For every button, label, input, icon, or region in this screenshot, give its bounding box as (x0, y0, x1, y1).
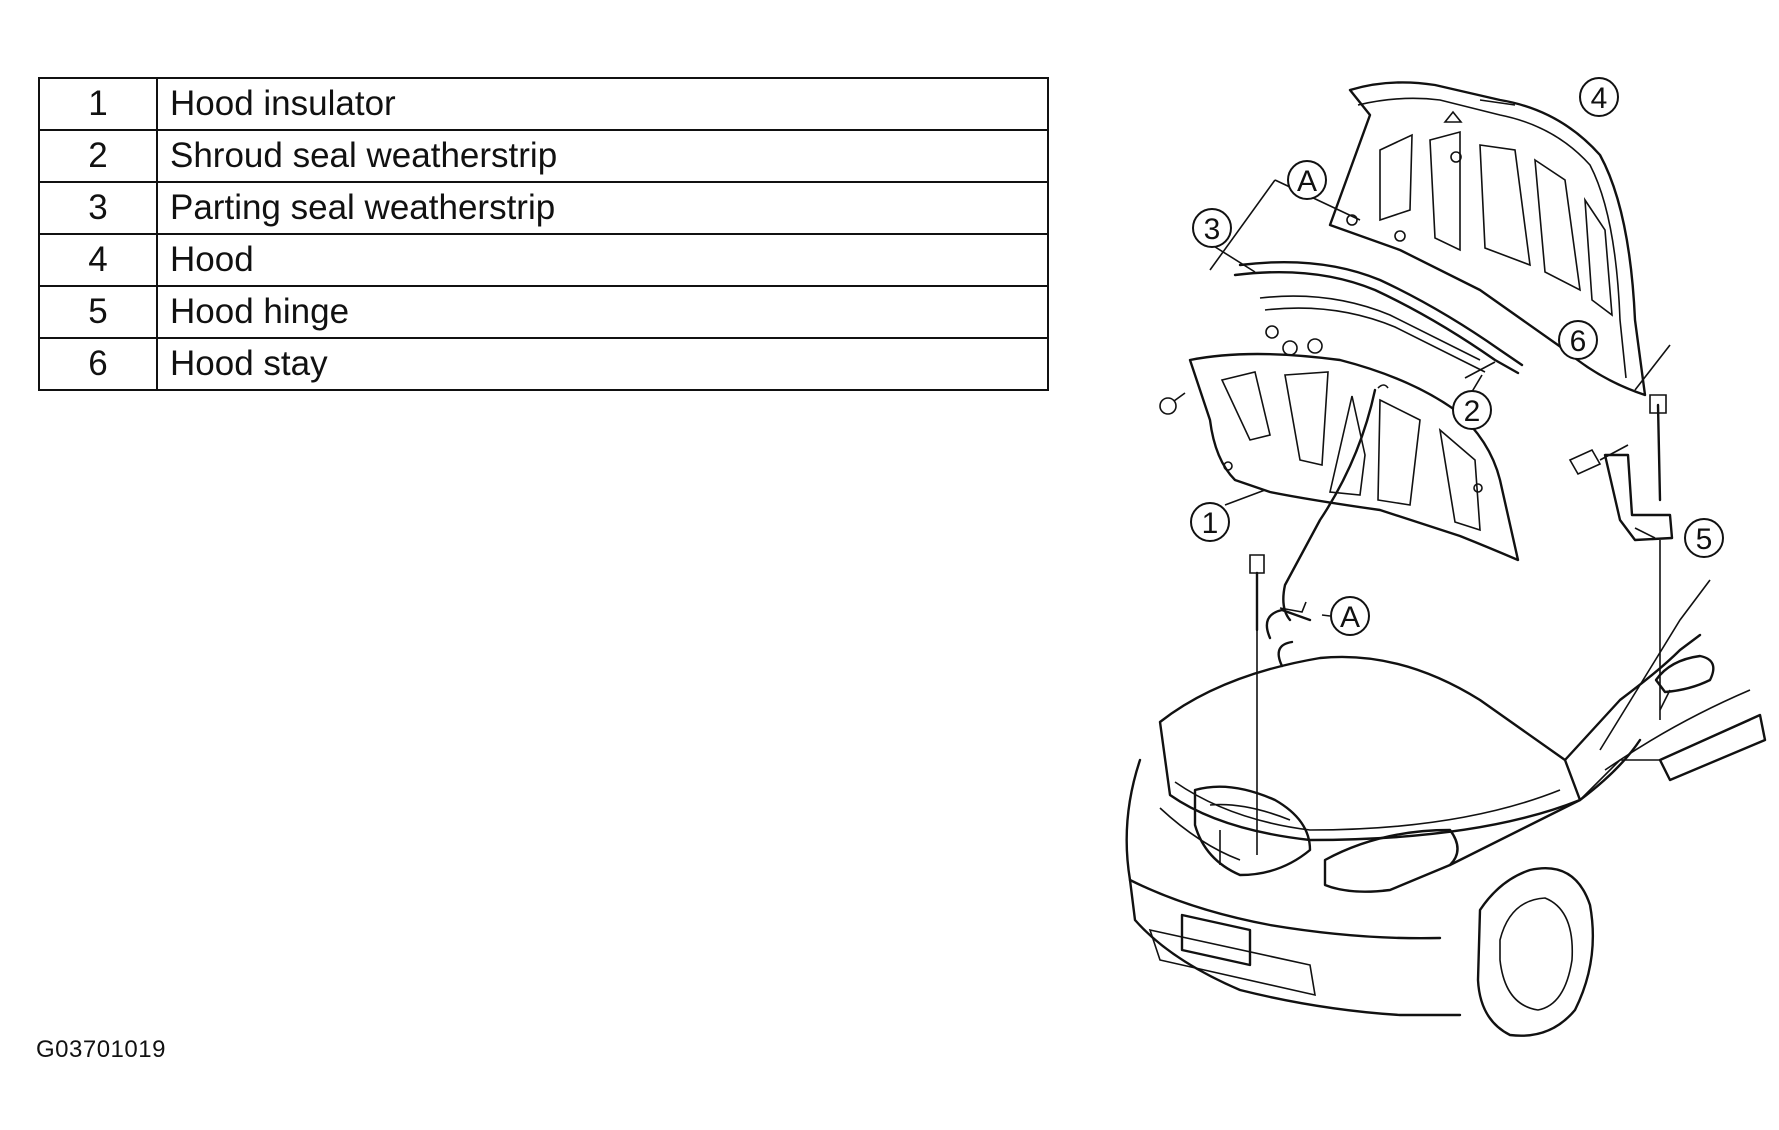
legend-label: Hood stay (156, 337, 1049, 391)
legend-label: Hood (156, 233, 1049, 287)
legend-row: 2 Shroud seal weatherstrip (38, 129, 1049, 183)
stay-bolt (1249, 554, 1265, 855)
parting-seal-weatherstrip (1233, 260, 1524, 375)
svg-text:A: A (1340, 601, 1360, 634)
callout-4: 4 (1579, 77, 1619, 117)
callout-2: 2 (1452, 390, 1492, 430)
legend-number: 6 (38, 337, 158, 391)
legend-label: Hood hinge (156, 285, 1049, 339)
legend-row: 6 Hood stay (38, 337, 1049, 391)
figure-code: G03701019 (36, 1036, 166, 1063)
legend-number: 2 (38, 129, 158, 183)
svg-text:1: 1 (1202, 507, 1219, 540)
parts-legend-table: 1 Hood insulator 2 Shroud seal weatherst… (38, 77, 1049, 391)
callout-6: 6 (1558, 320, 1598, 360)
hood-exploded-diagram: 1 2 3 4 5 6 A A (1125, 77, 1767, 1037)
hood-panel (1328, 81, 1647, 397)
callout-a-bottom: A (1330, 596, 1370, 636)
legend-row: 5 Hood hinge (38, 285, 1049, 339)
washer-hose (1265, 608, 1312, 668)
legend-number: 5 (38, 285, 158, 339)
legend-label: Hood insulator (156, 77, 1049, 131)
clips (1159, 214, 1406, 415)
hood-insulator (1188, 352, 1520, 562)
vehicle-body (1125, 540, 1767, 1037)
callout-a-top: A (1287, 160, 1327, 200)
callout-3: 3 (1192, 208, 1232, 248)
hood-hinge (1568, 344, 1674, 542)
svg-text:6: 6 (1570, 325, 1587, 358)
legend-number: 3 (38, 181, 158, 235)
callout-5: 5 (1684, 518, 1724, 558)
legend-row: 4 Hood (38, 233, 1049, 287)
legend-row: 3 Parting seal weatherstrip (38, 181, 1049, 235)
svg-text:A: A (1297, 165, 1317, 198)
svg-text:4: 4 (1591, 82, 1608, 115)
legend-label: Parting seal weatherstrip (156, 181, 1049, 235)
callout-1: 1 (1190, 502, 1230, 542)
svg-text:2: 2 (1464, 395, 1481, 428)
legend-number: 1 (38, 77, 158, 131)
hood-stay (1279, 384, 1389, 622)
svg-text:3: 3 (1204, 213, 1221, 246)
svg-text:5: 5 (1696, 523, 1713, 556)
legend-row: 1 Hood insulator (38, 77, 1049, 131)
legend-label: Shroud seal weatherstrip (156, 129, 1049, 183)
legend-number: 4 (38, 233, 158, 287)
